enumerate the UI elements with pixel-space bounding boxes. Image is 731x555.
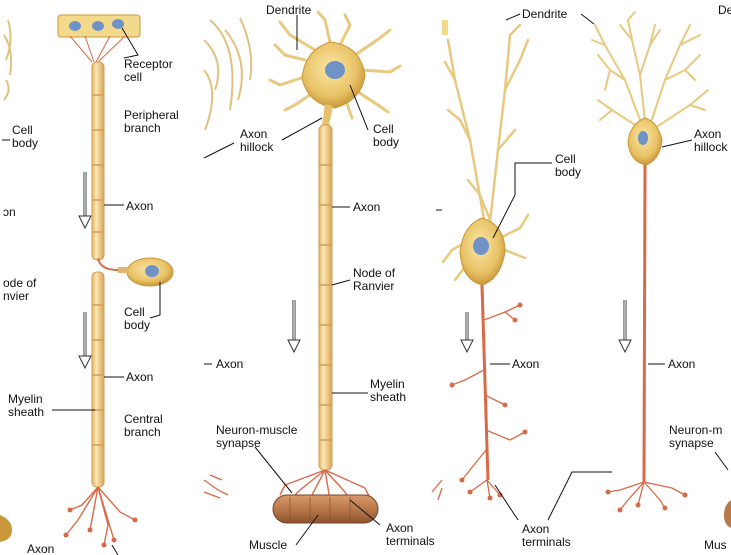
label-muscle: Muscle <box>249 538 287 552</box>
direction-arrow <box>461 312 473 352</box>
label-pyramidal-axon: Axon <box>668 357 695 371</box>
label-cut-motor-axon: Axon <box>216 357 243 371</box>
sensory-terminals <box>66 487 135 545</box>
muscle <box>273 495 378 523</box>
label-cut-axon-bottom: Axon <box>27 542 54 555</box>
label-interneuron-dendrite: Dendrite <box>522 7 568 21</box>
label-sensory-axon-1: Axon <box>126 199 153 213</box>
pyramidal-axon <box>644 165 645 482</box>
cut-dendrites <box>4 20 11 100</box>
label-sensory-axon-2: Axon <box>126 370 153 384</box>
label-cut-axon: ɔn <box>3 205 16 219</box>
label-cut-muscle: Mus <box>704 538 727 552</box>
direction-arrow <box>288 300 300 352</box>
pyramidal-dendrites <box>592 12 708 128</box>
label-motor-axon: Axon <box>353 200 380 214</box>
pyramidal-neuron <box>592 12 731 528</box>
direction-arrow <box>619 300 631 352</box>
interneuron <box>432 14 612 520</box>
peripheral-axon <box>92 62 104 260</box>
panel-divider <box>198 0 204 555</box>
label-interneuron-axon: Axon <box>512 357 539 371</box>
motor-axon <box>319 125 332 470</box>
direction-arrow <box>79 312 91 368</box>
direction-arrow <box>79 172 91 228</box>
label-cut-dendrite: De <box>718 3 731 17</box>
panel-divider <box>437 0 442 555</box>
label-motor-dendrite: Dendrite <box>266 3 312 17</box>
